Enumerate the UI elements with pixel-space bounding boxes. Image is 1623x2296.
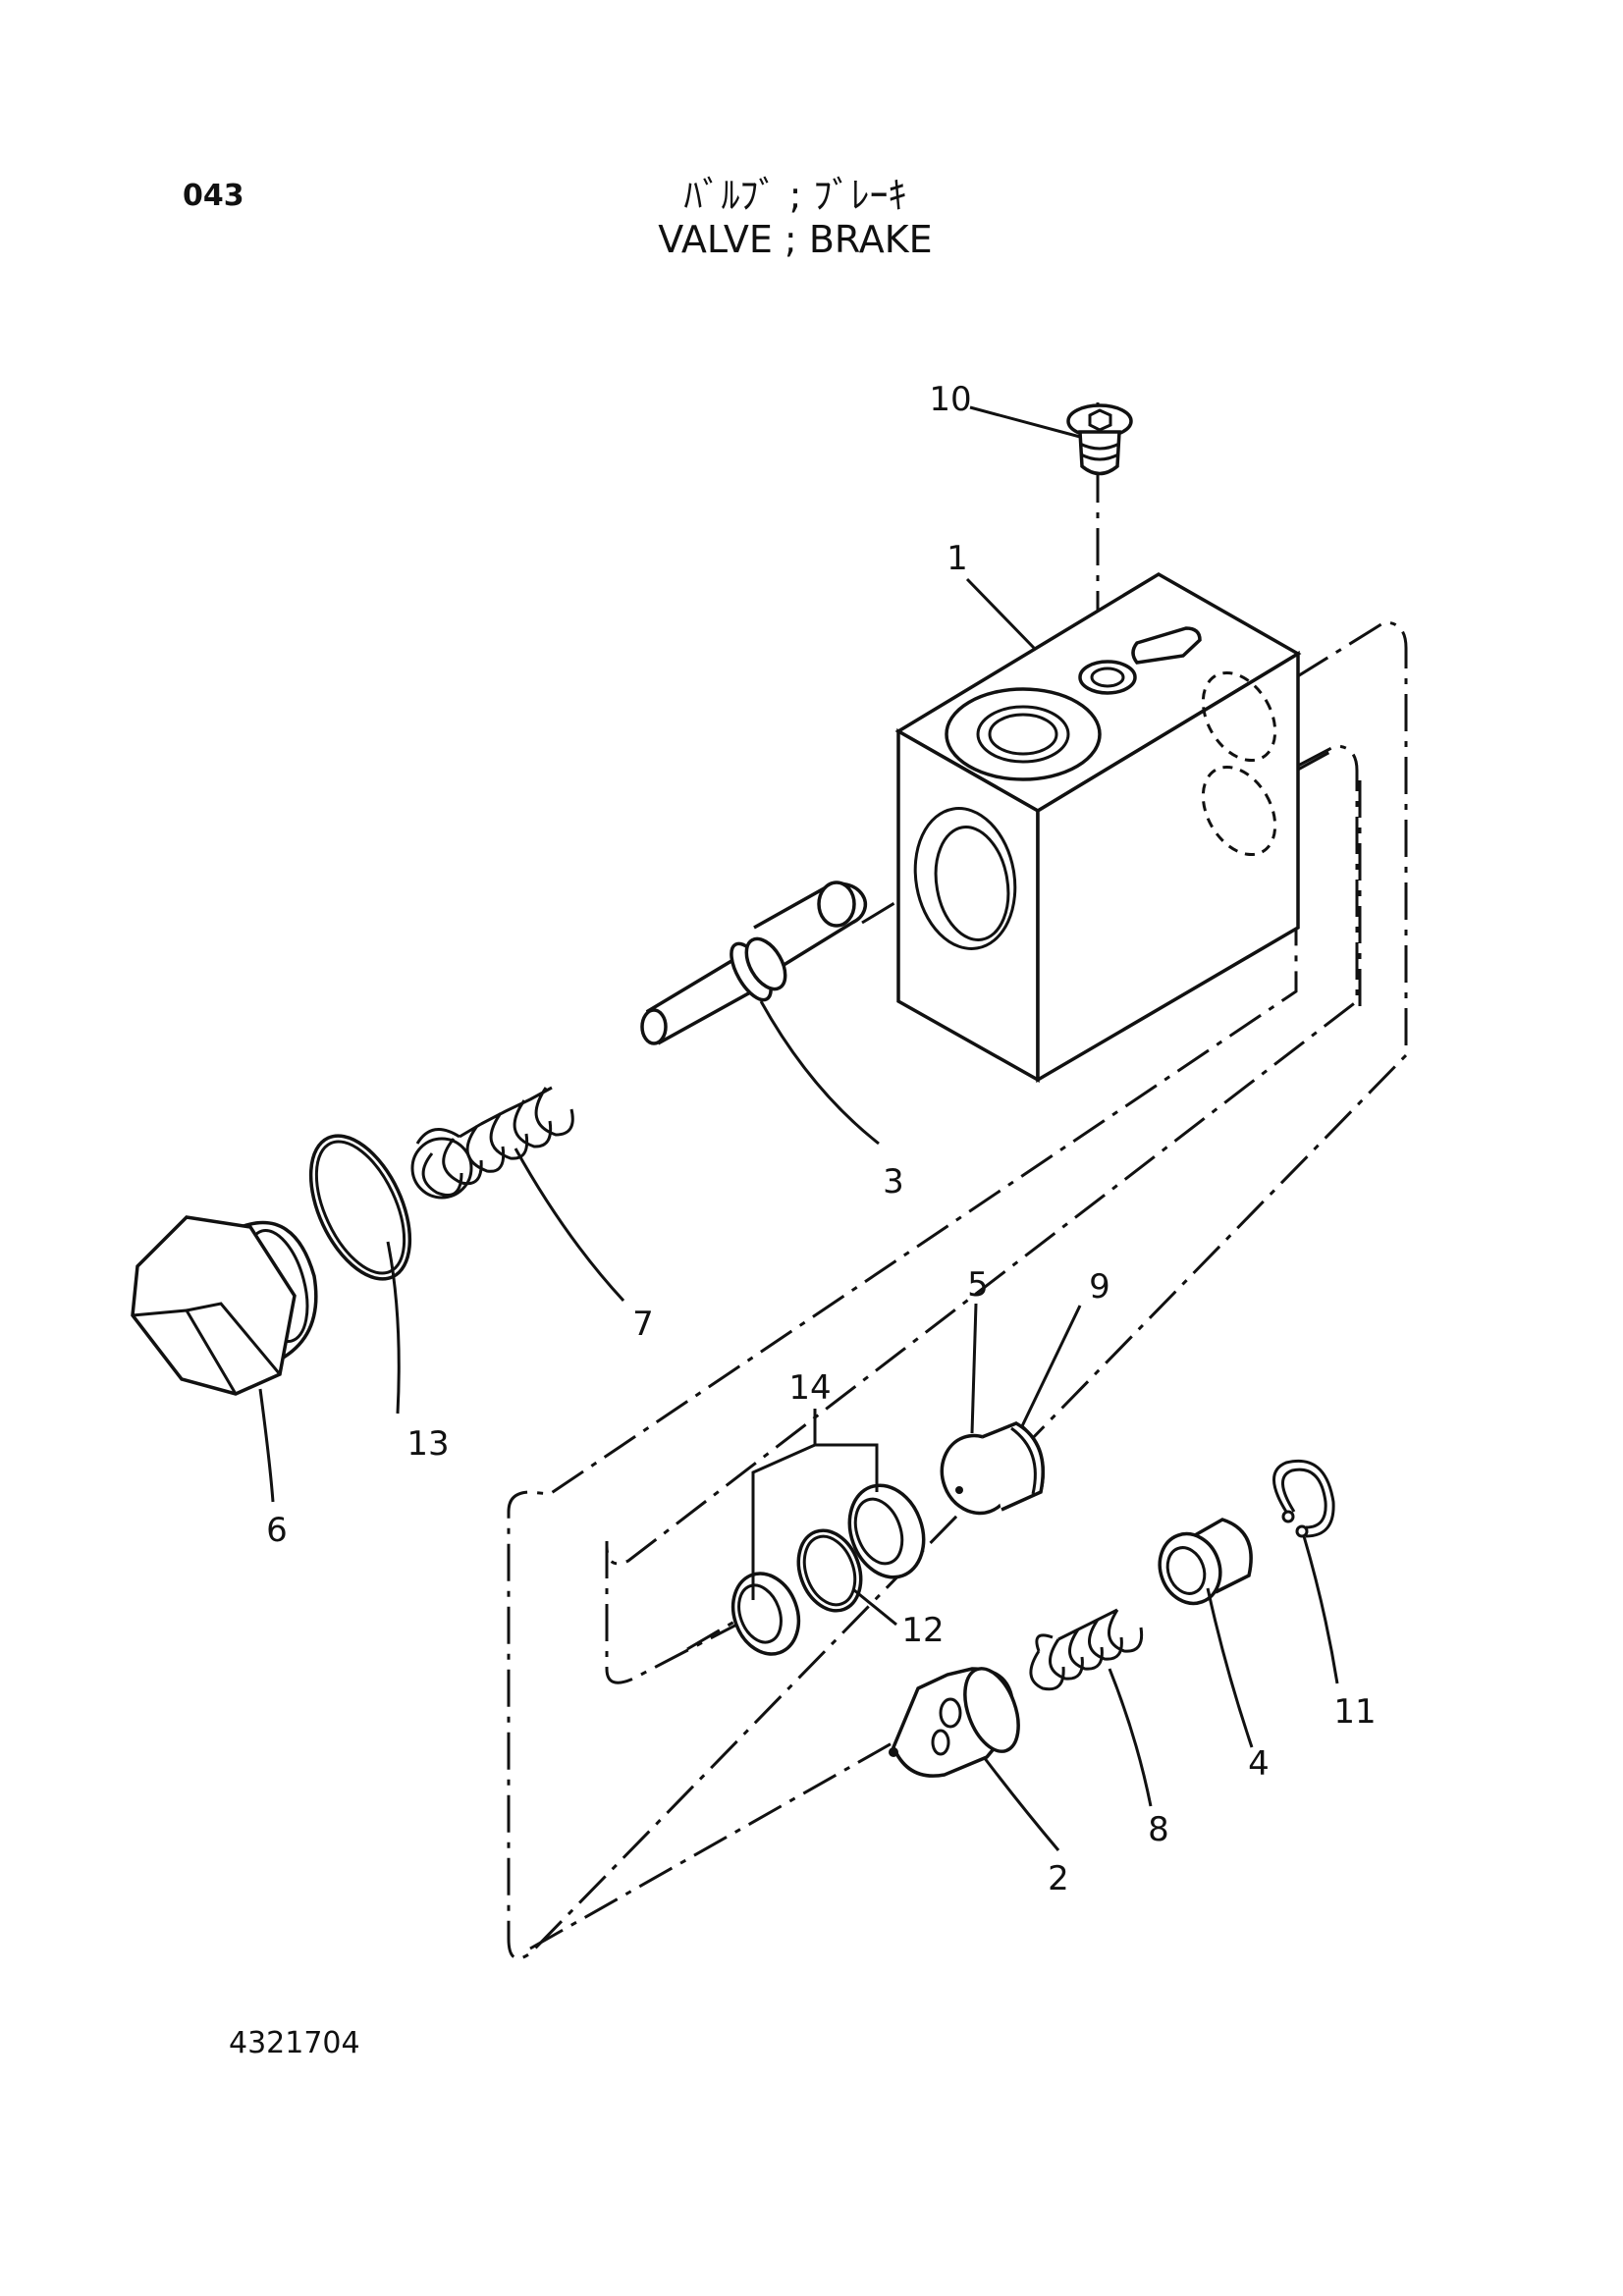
leader-13: [386, 1241, 401, 1415]
callout-4: 4: [1248, 1744, 1270, 1784]
callout-14: 14: [788, 1368, 831, 1408]
callout-1: 1: [947, 539, 968, 578]
o-ring-small: [796, 1528, 863, 1613]
callout-7: 7: [632, 1305, 654, 1344]
drawing-number: 4321704: [229, 2026, 360, 2060]
axis-line-spool: [529, 1740, 894, 1950]
backup-ring-right: [847, 1483, 926, 1579]
callout-12: 12: [901, 1611, 944, 1650]
callout-11: 11: [1333, 1692, 1376, 1732]
bushing: [1158, 1518, 1253, 1606]
spool: [889, 1667, 1020, 1778]
page-number: 043: [183, 179, 244, 213]
leader-12: [853, 1588, 897, 1627]
callout-9: 9: [1089, 1267, 1110, 1307]
callout-8: 8: [1148, 1810, 1169, 1849]
callout-5: 5: [967, 1265, 989, 1305]
snap-ring: [1272, 1459, 1335, 1538]
leader-8: [1108, 1668, 1153, 1807]
assembly-line-inner-loop: [605, 746, 1362, 1684]
callout-13: 13: [406, 1424, 449, 1464]
leader-9: [1019, 1305, 1082, 1429]
hex-plug: [131, 1215, 318, 1396]
spring-small: [1029, 1608, 1144, 1691]
callout-3: 3: [883, 1162, 904, 1201]
spring-large: [410, 1086, 574, 1200]
valve-body: [894, 571, 1302, 1084]
socket-plug: [1066, 403, 1133, 476]
leader-5: [970, 1303, 978, 1434]
leader-1: [965, 577, 1036, 650]
assembly-line-outer: [507, 620, 1408, 1960]
title-japanese: ﾊﾞﾙﾌﾞ ; ﾌﾞﾚｰｷ: [683, 174, 907, 217]
poppet: [640, 881, 868, 1045]
callout-6: 6: [266, 1511, 288, 1550]
leader-10: [969, 405, 1081, 439]
axis-line-seal: [686, 1613, 747, 1651]
leader-4: [1206, 1587, 1254, 1748]
callout-10: 10: [929, 380, 971, 419]
leader-14: [751, 1409, 879, 1600]
callout-2: 2: [1048, 1859, 1069, 1898]
leader-2: [982, 1756, 1060, 1851]
leader-11: [1302, 1535, 1339, 1684]
title-english: VALVE ; BRAKE: [658, 218, 933, 261]
leader-6: [258, 1388, 275, 1503]
leader-3: [759, 1000, 880, 1146]
backup-ring-left: [730, 1572, 801, 1656]
leader-7: [514, 1148, 625, 1303]
check-plug: [940, 1421, 1045, 1516]
